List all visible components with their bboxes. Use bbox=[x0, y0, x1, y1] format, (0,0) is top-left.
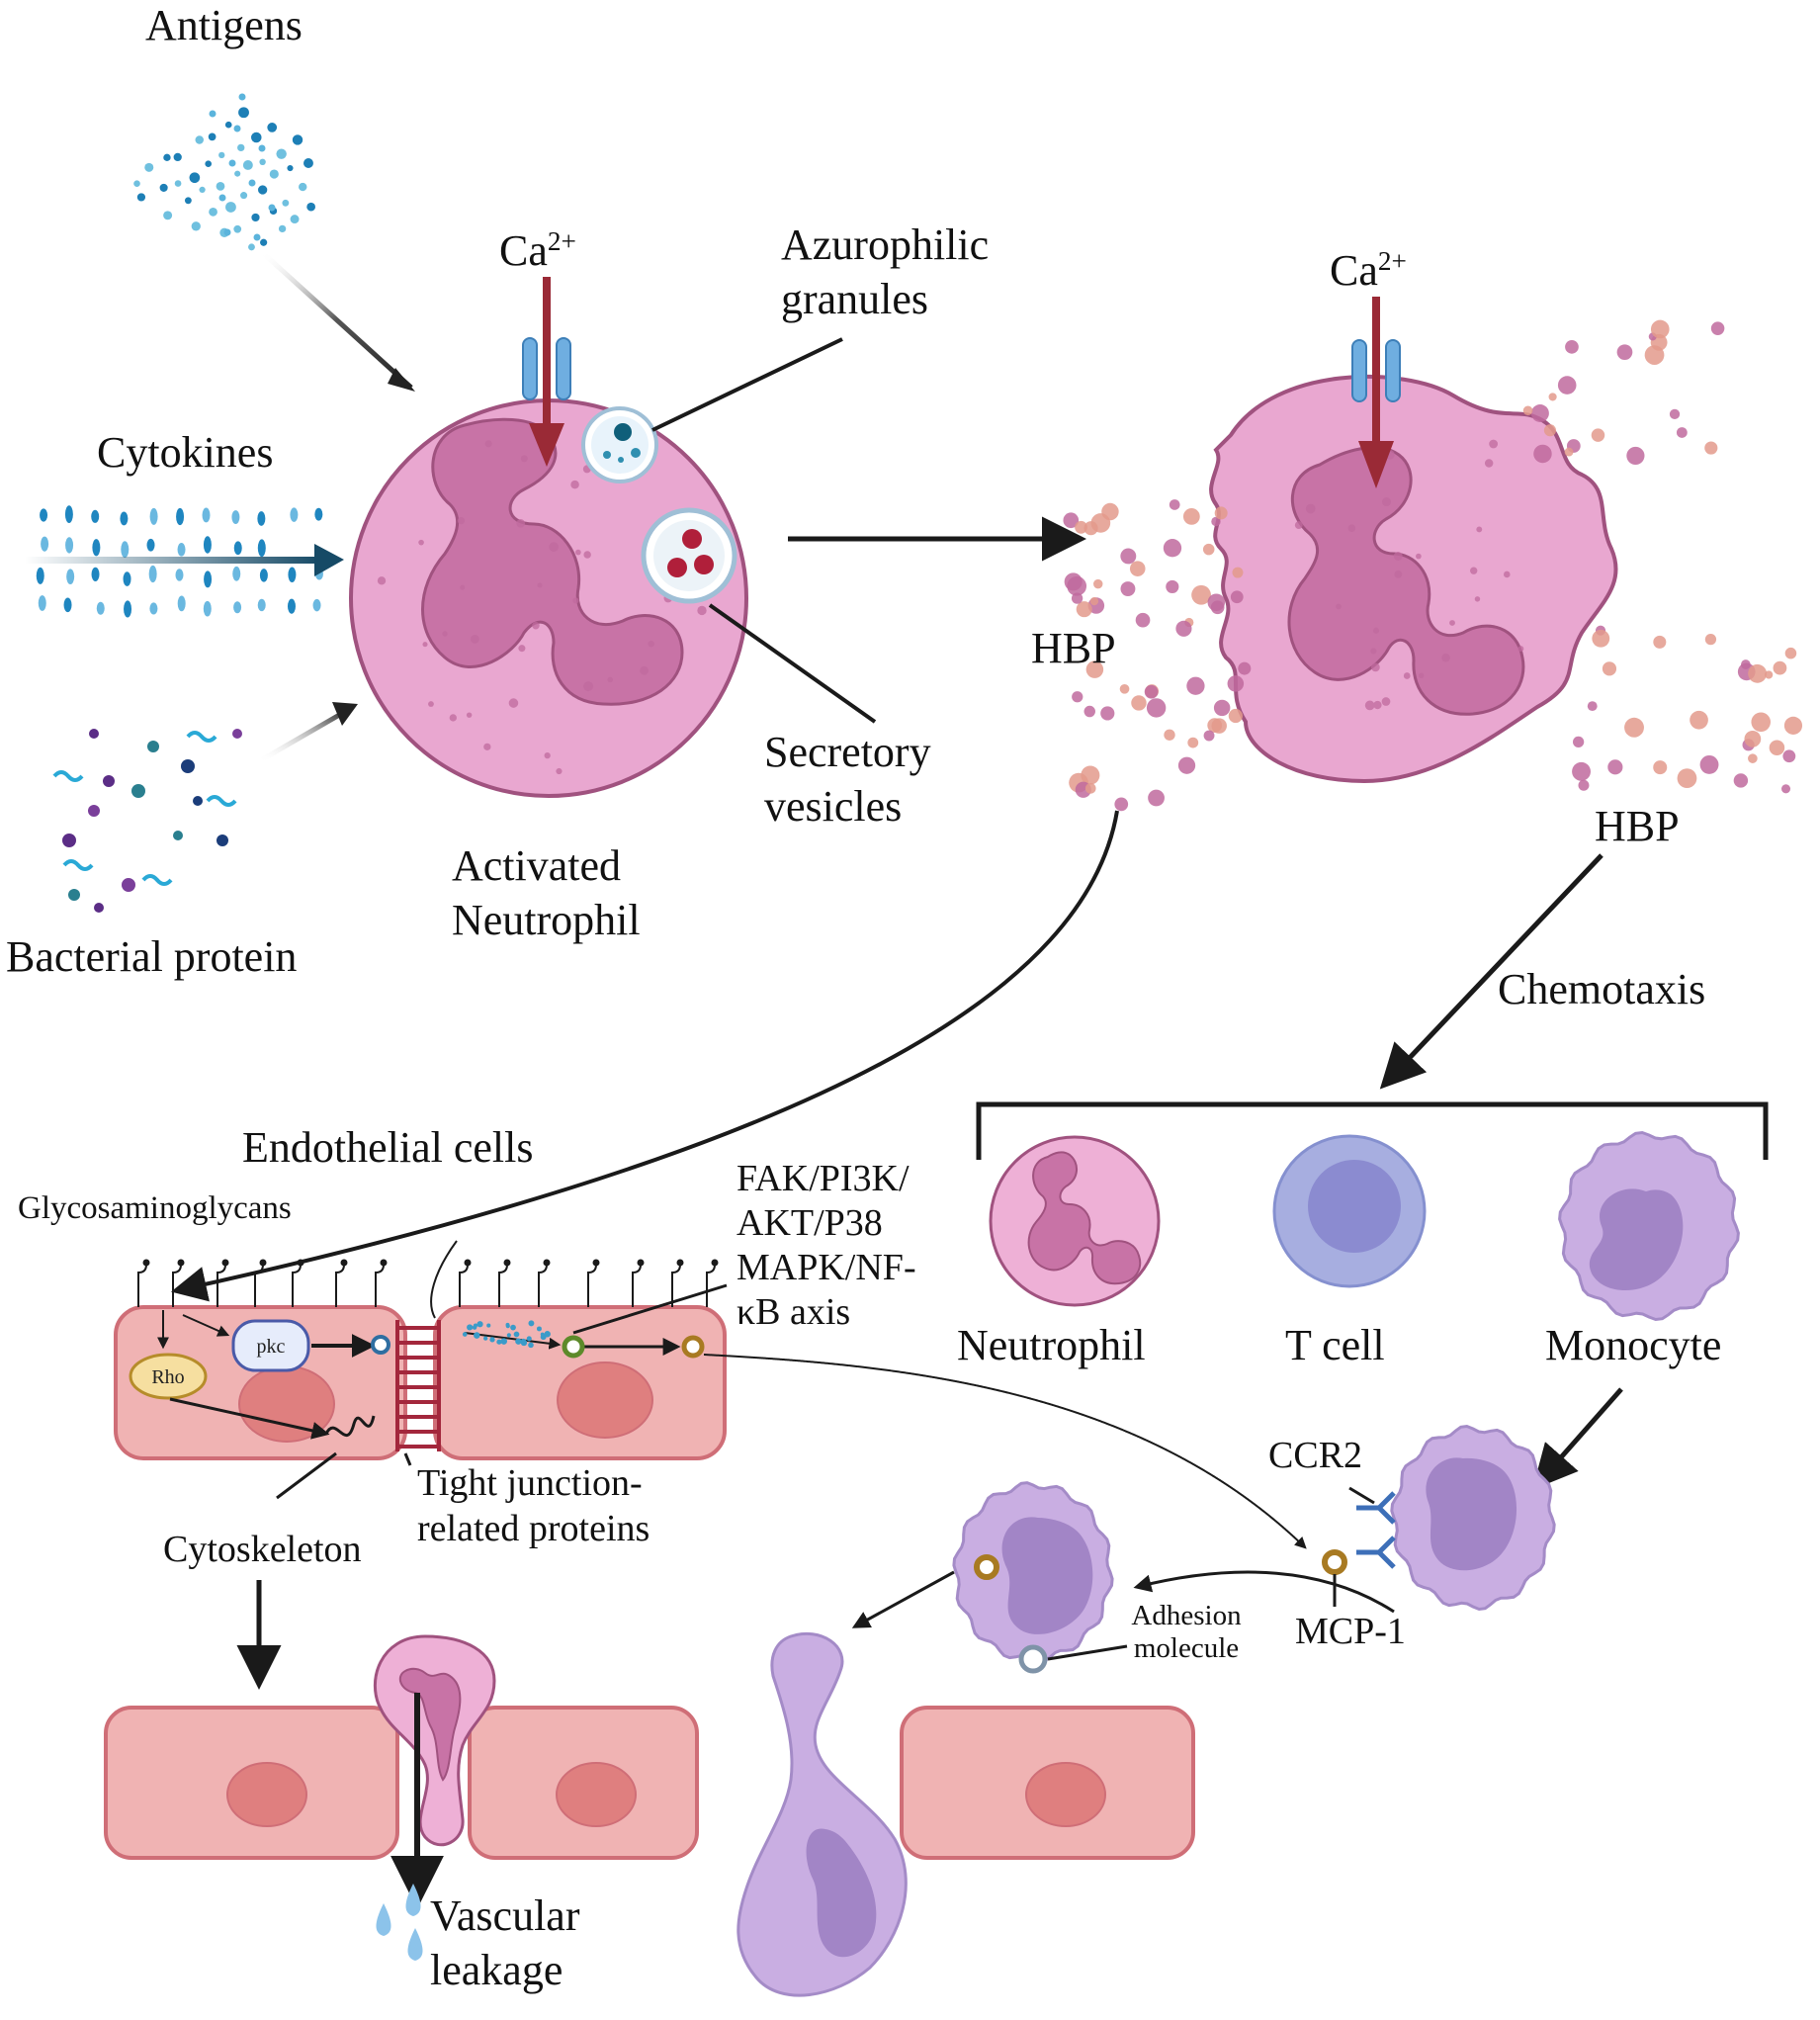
adhesion-label-line1: Adhesion bbox=[1131, 1600, 1242, 1631]
tight-junction bbox=[395, 1320, 441, 1451]
bottom-endothelial-cell-1 bbox=[104, 1706, 399, 1860]
activated-neutrophil bbox=[349, 277, 748, 798]
rho-label: Rho bbox=[151, 1366, 184, 1388]
secretory-label-line1: Secretory bbox=[764, 728, 931, 776]
azurophilic-label-line2: granules bbox=[781, 275, 929, 323]
endothelial-cell-right bbox=[433, 1305, 727, 1460]
hbp-label-left: HBP bbox=[1031, 624, 1116, 672]
calcium-charge: 2+ bbox=[1377, 246, 1407, 276]
pathway-label-line2: AKT/P38 bbox=[737, 1202, 883, 1244]
activated-neutrophil-label-line1: Activated bbox=[452, 841, 622, 890]
pathway-label-line4: κB axis bbox=[737, 1291, 851, 1333]
monocyte-label: Monocyte bbox=[1545, 1321, 1722, 1369]
recruited-cells-bracket bbox=[976, 1101, 1769, 1160]
glycosaminoglycans-label: Glycosaminoglycans bbox=[18, 1190, 292, 1226]
ccr2-label: CCR2 bbox=[1268, 1435, 1363, 1476]
cytoskeleton-label: Cytoskeleton bbox=[163, 1529, 362, 1570]
calcium-text: Ca bbox=[499, 226, 548, 275]
cytokine-arrow bbox=[25, 557, 321, 564]
tight-junction-label-line1: Tight junction- bbox=[417, 1462, 643, 1504]
leakage-droplets bbox=[376, 1884, 423, 1961]
secretory-leader-line bbox=[708, 603, 877, 724]
monocyte-migration-arrow bbox=[1532, 1387, 1623, 1490]
adhesion-arrow bbox=[1133, 1570, 1395, 1614]
tight-junction-leader bbox=[403, 1452, 412, 1466]
pathway-label-line1: FAK/PI3K/ bbox=[737, 1158, 910, 1199]
bacterial-protein-particles bbox=[52, 729, 242, 913]
ccr2-monocyte bbox=[1322, 1424, 1556, 1612]
antigen-arrow bbox=[260, 250, 413, 390]
cytoskeleton-fiber bbox=[324, 1415, 376, 1438]
glycosaminoglycan-leader bbox=[430, 1240, 458, 1319]
t-cell-label: T cell bbox=[1285, 1321, 1385, 1369]
monocyte-cell bbox=[1558, 1130, 1740, 1322]
cytokines-label: Cytokines bbox=[97, 428, 274, 477]
rho-node: Rho bbox=[129, 1353, 208, 1400]
bacterial-protein-label: Bacterial protein bbox=[6, 932, 298, 981]
extravasating-neutrophil bbox=[373, 1634, 496, 1847]
calcium-charge: 2+ bbox=[547, 226, 576, 256]
chemotaxis-arrow bbox=[1379, 853, 1603, 1090]
neutrophil-nucleus bbox=[421, 417, 684, 706]
hbp-particles bbox=[1063, 319, 1803, 812]
neutrophil-cell bbox=[989, 1135, 1161, 1307]
degranulating-neutrophil bbox=[1209, 297, 1618, 784]
calcium-text: Ca bbox=[1330, 246, 1378, 295]
secretory-label-line2: vesicles bbox=[764, 782, 903, 831]
hbp-to-endothelium-arrow bbox=[170, 810, 1119, 1302]
bacterial-arrow bbox=[257, 707, 350, 764]
vascular-leakage-label-line2: leakage bbox=[430, 1946, 563, 1994]
glycosaminoglycan-chains bbox=[137, 1259, 719, 1307]
calcium-label-right: Ca2+ bbox=[1330, 235, 1407, 297]
signal-particles bbox=[462, 1320, 551, 1349]
antigen-particles bbox=[133, 93, 315, 251]
bottom-endothelial-cell-2 bbox=[468, 1706, 699, 1860]
mcp1-label: MCP-1 bbox=[1295, 1611, 1406, 1652]
azurophilic-label-line1: Azurophilic bbox=[781, 220, 990, 269]
bottom-endothelial-cell-3 bbox=[900, 1706, 1195, 1860]
signaling-arrows bbox=[157, 1310, 681, 1440]
endothelial-cells-label: Endothelial cells bbox=[242, 1123, 534, 1172]
tight-junction-label-line2: related proteins bbox=[417, 1508, 650, 1549]
activated-neutrophil-label-line2: Neutrophil bbox=[452, 896, 641, 944]
transmigration-arrow bbox=[851, 1570, 955, 1628]
pkc-label: pkc bbox=[257, 1336, 286, 1358]
t-cell bbox=[1272, 1134, 1427, 1288]
mcp1-release-arrow bbox=[703, 1354, 1307, 1549]
adherent-monocyte bbox=[952, 1481, 1128, 1674]
pathway-label-line3: MAPK/NF- bbox=[737, 1247, 916, 1288]
pathway-leader bbox=[572, 1283, 728, 1335]
cytokine-particles bbox=[36, 505, 323, 618]
calcium-label-left: Ca2+ bbox=[499, 216, 576, 277]
neutrophil-label: Neutrophil bbox=[957, 1321, 1146, 1369]
antigens-label: Antigens bbox=[145, 1, 303, 49]
cytoskeleton-leader bbox=[276, 1451, 337, 1500]
transmigrating-monocyte bbox=[737, 1631, 908, 1997]
vascular-leakage-label-line1: Vascular bbox=[430, 1891, 580, 1940]
hbp-label-right: HBP bbox=[1595, 802, 1680, 850]
adhesion-label-line2: molecule bbox=[1133, 1632, 1240, 1664]
chemotaxis-label: Chemotaxis bbox=[1498, 965, 1706, 1013]
azurophilic-leader-line bbox=[651, 337, 843, 432]
pkc-node: pkc bbox=[231, 1319, 310, 1372]
